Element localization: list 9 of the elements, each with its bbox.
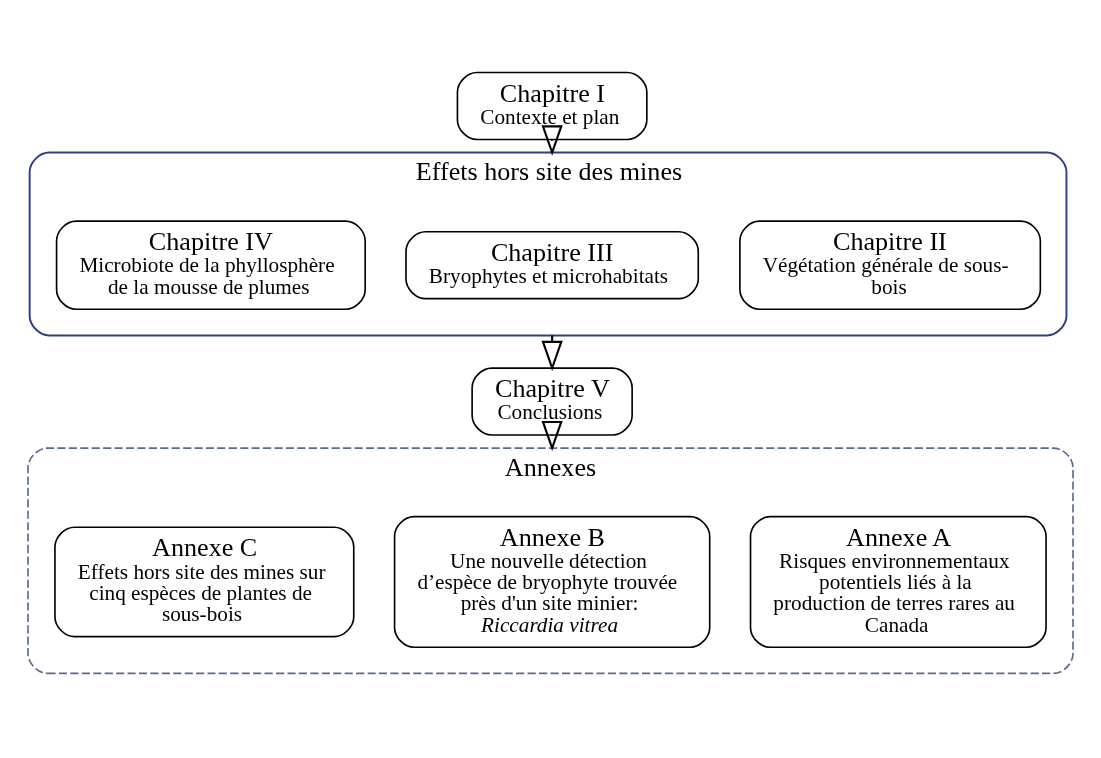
node-box: Annexe C Effets hors site des mines sur cinq espèces de plantes de sous-bois	[54, 525, 355, 637]
node-box: Chapitre IV Microbiote de la phyllosphère de la mousse de plumes	[55, 219, 366, 310]
node-box: Chapitre III Bryophytes et microhabitats	[405, 230, 700, 299]
node-box: Annexe A Risques environnementaux potentiels liés à la production de terres rares au Canada	[749, 515, 1047, 648]
arrow	[541, 420, 563, 451]
arrow	[541, 334, 563, 371]
node-box: Annexe B Une nouvelle détection d’espèce de bryophyte trouvée près d'un site minier: Riccardia vitrea	[393, 515, 711, 648]
arrow	[541, 124, 563, 156]
node-box: Chapitre II Végétation générale de sous-bois	[739, 219, 1042, 310]
